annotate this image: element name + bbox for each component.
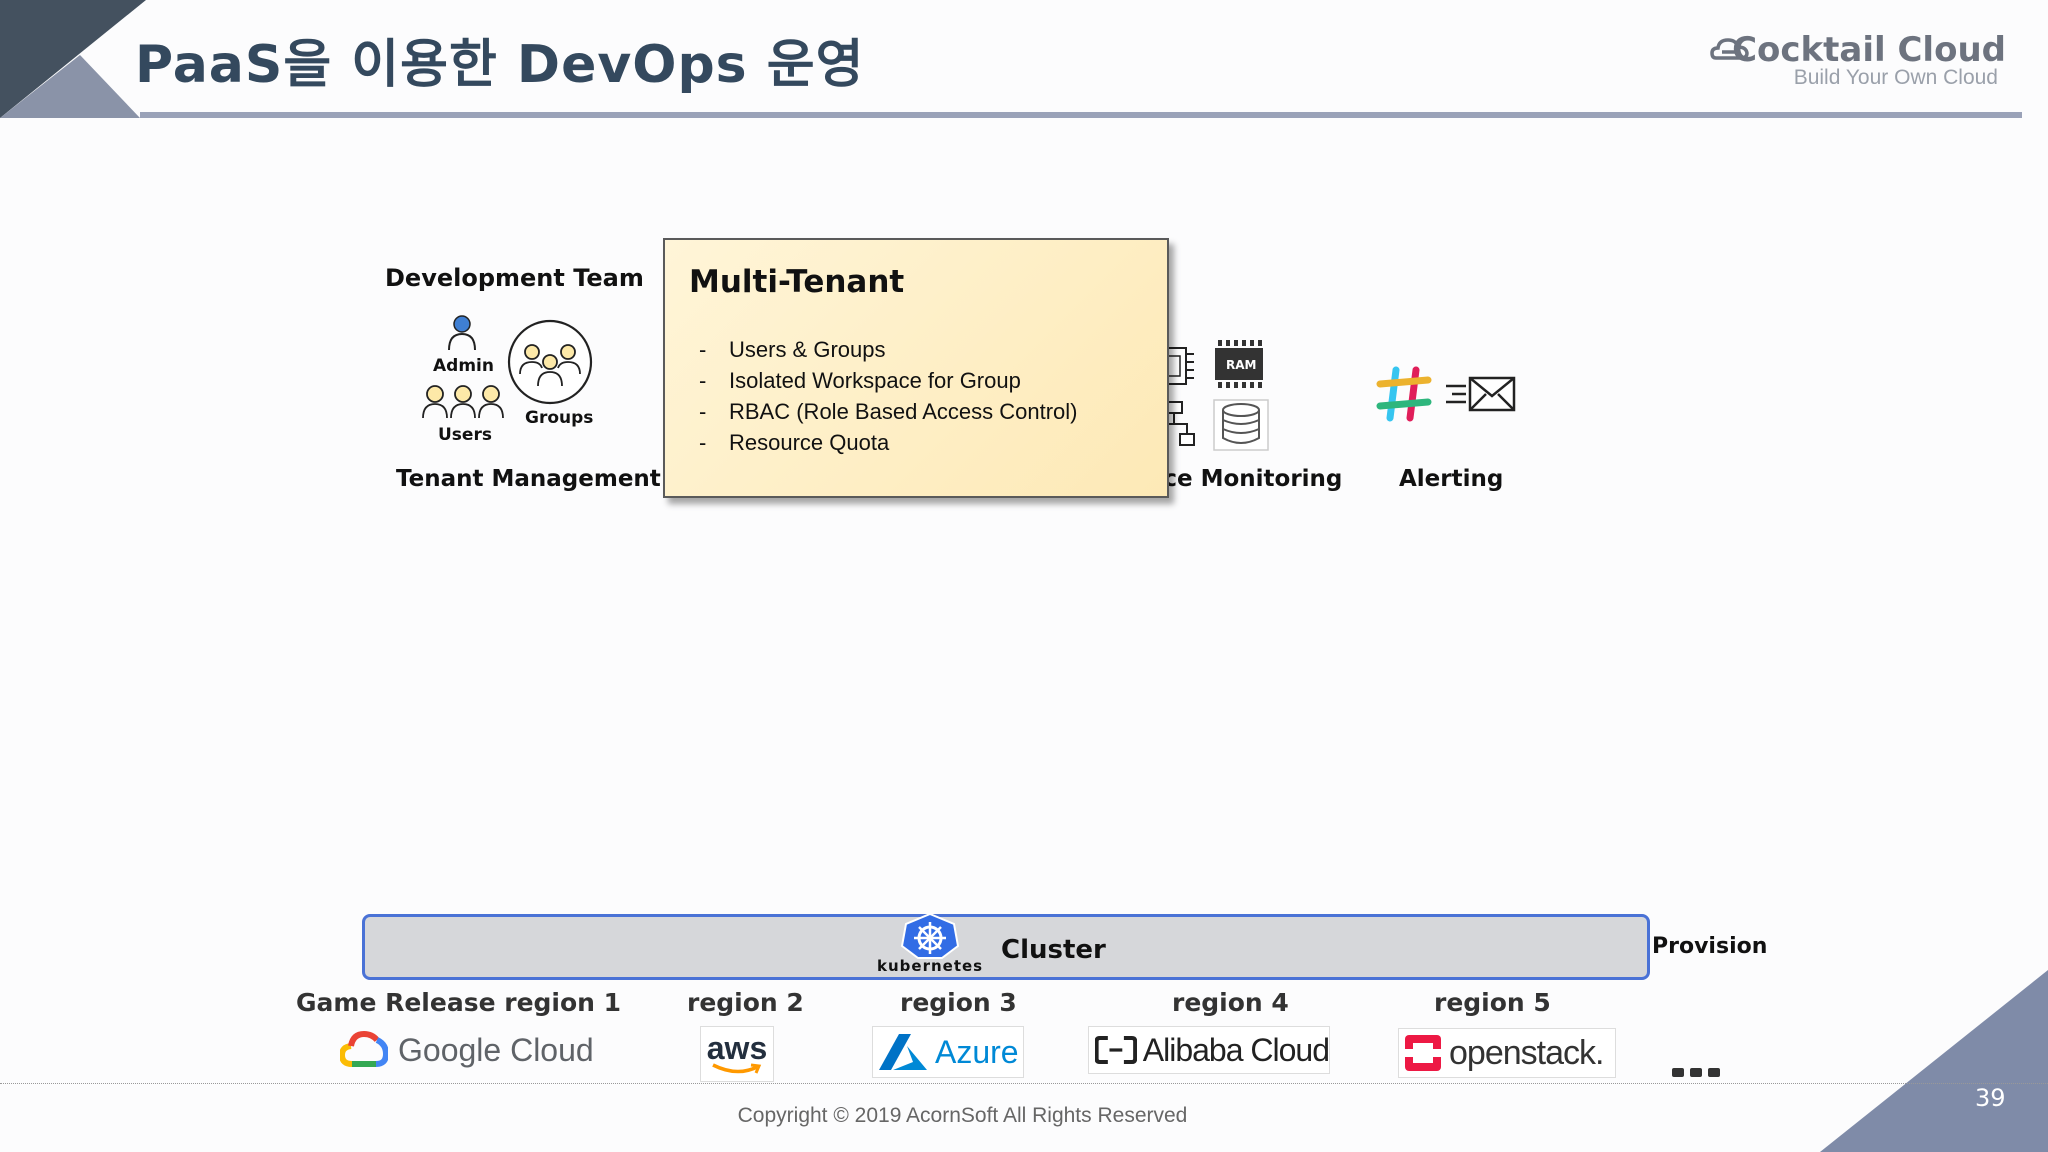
multi-tenant-feature-list: -Users & Groups -Isolated Workspace for …: [699, 334, 1077, 458]
region-2-label: region 2: [687, 988, 804, 1017]
bullet-dash: -: [699, 430, 707, 455]
list-item-label: Users & Groups: [729, 337, 886, 362]
list-item: -RBAC (Role Based Access Control): [699, 396, 1077, 427]
resource-monitoring-caption: rce Monitoring: [1152, 466, 1343, 492]
alibaba-cloud-text: Alibaba Cloud: [1142, 1031, 1330, 1068]
slack-icon: [1376, 366, 1432, 422]
users-icon: [422, 385, 504, 419]
google-cloud-icon: [340, 1030, 388, 1067]
openstack-text: openstack.: [1449, 1033, 1604, 1072]
brand-tagline: Build Your Own Cloud: [1793, 66, 1998, 89]
multi-tenant-title: Multi-Tenant: [689, 264, 905, 300]
google-cloud-logo: Google Cloud: [340, 1030, 594, 1070]
aws-logo: aws: [700, 1026, 774, 1082]
groups-icon: [507, 319, 593, 405]
ram-label: RAM: [1226, 358, 1257, 372]
more-providers-ellipsis-icon: [1672, 1068, 1720, 1077]
region-1-label: Game Release region 1: [296, 988, 622, 1017]
copyright-text: Copyright © 2019 AcornSoft All Rights Re…: [737, 1104, 1188, 1127]
cloud-logo-icon: [1710, 38, 1749, 60]
cluster-label: Cluster: [1001, 935, 1106, 965]
kubernetes-label: kubernetes: [877, 957, 984, 975]
list-item-label: Resource Quota: [729, 430, 890, 455]
region-5-label: region 5: [1434, 988, 1551, 1017]
list-item-label: RBAC (Role Based Access Control): [729, 399, 1078, 424]
region-4-label: region 4: [1172, 988, 1289, 1017]
aws-text: aws: [706, 1030, 768, 1066]
database-icon: [1213, 399, 1269, 451]
bullet-dash: -: [699, 399, 707, 424]
users-label: Users: [438, 425, 492, 445]
development-team-heading: Development Team: [385, 264, 644, 292]
bullet-dash: -: [699, 337, 707, 362]
brand-name: Cocktail Cloud: [1732, 30, 2006, 70]
cluster-bar: [362, 914, 1650, 980]
list-item: -Users & Groups: [699, 334, 1077, 365]
alerting-caption: Alerting: [1399, 466, 1504, 492]
kubernetes-icon: [900, 912, 960, 959]
admin-icon: [448, 315, 476, 351]
openstack-icon: [1403, 1035, 1443, 1071]
bottom-right-corner-decoration: [1820, 970, 2048, 1152]
top-left-corner-decoration: [0, 0, 146, 118]
alibaba-cloud-icon: [1095, 1035, 1137, 1065]
email-alert-icon: [1446, 376, 1516, 412]
groups-label: Groups: [525, 408, 594, 428]
alibaba-cloud-logo: Alibaba Cloud: [1088, 1026, 1330, 1074]
footer-divider: [0, 1083, 2048, 1084]
ram-icon: [1215, 340, 1263, 388]
admin-label: Admin: [433, 356, 494, 376]
azure-icon: [879, 1034, 927, 1070]
bullet-dash: -: [699, 368, 707, 393]
multi-tenant-box: Multi-Tenant -Users & Groups -Isolated W…: [663, 238, 1169, 498]
list-item: -Isolated Workspace for Group: [699, 365, 1077, 396]
azure-logo: Azure: [872, 1026, 1024, 1078]
azure-text: Azure: [935, 1033, 1019, 1070]
header-divider: [140, 112, 2022, 118]
tenant-management-caption: Tenant Management: [396, 466, 661, 492]
provision-label: Provision: [1652, 934, 1768, 959]
list-item-label: Isolated Workspace for Group: [729, 368, 1021, 393]
region-3-label: region 3: [900, 988, 1017, 1017]
page-number: 39: [1975, 1084, 2006, 1112]
google-cloud-text: Google Cloud: [398, 1031, 594, 1068]
openstack-logo: openstack.: [1398, 1028, 1616, 1078]
page-title: PaaS을 이용한 DevOps 운영: [135, 35, 865, 95]
list-item: -Resource Quota: [699, 427, 1077, 458]
aws-smile-icon: [712, 1063, 762, 1074]
